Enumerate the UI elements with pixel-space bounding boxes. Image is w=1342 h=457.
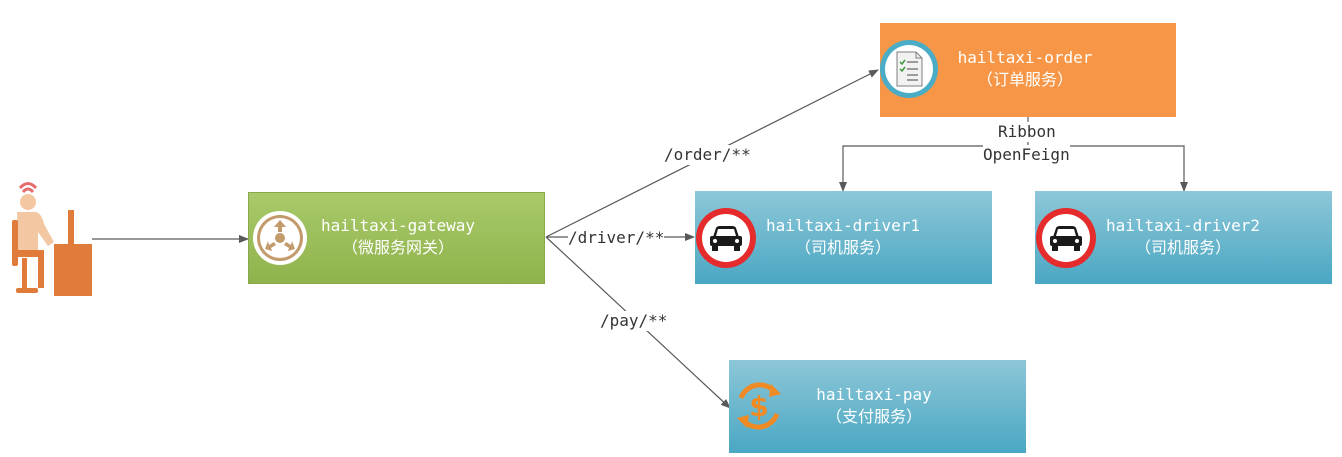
lb-ribbon-label: Ribbon [998, 122, 1056, 142]
order-desc: （订单服务） [976, 70, 1073, 89]
driver1-service-box[interactable]: hailtaxi-driver1 （司机服务） [695, 191, 992, 284]
order-document-icon [880, 40, 938, 98]
driver1-name: hailtaxi-driver1 [765, 216, 921, 235]
route-driver-label: /driver/** [568, 228, 665, 248]
pay-desc: （支付服务） [825, 407, 922, 426]
driver2-service-box[interactable]: hailtaxi-driver2 （司机服务） [1035, 191, 1332, 284]
route-order-label: /order/** [664, 145, 751, 165]
car-icon [696, 208, 756, 268]
order-service-box[interactable]: hailtaxi-order （订单服务） [880, 23, 1176, 117]
pay-service-box[interactable]: $ hailtaxi-pay （支付服务） [729, 360, 1026, 453]
dollar-exchange-icon: $ [737, 382, 781, 430]
svg-text:$: $ [749, 390, 768, 423]
router-icon [253, 211, 307, 265]
order-to-driver1-arrow [839, 145, 1028, 192]
order-name: hailtaxi-order [957, 48, 1093, 67]
order-to-driver2-arrow [1028, 145, 1188, 192]
gateway-name: hailtaxi-gateway [320, 216, 476, 235]
car-icon [1036, 208, 1096, 268]
gateway-box[interactable]: hailtaxi-gateway （微服务网关） [248, 192, 545, 284]
driver2-desc: （司机服务） [1134, 238, 1231, 257]
driver2-name: hailtaxi-driver2 [1105, 216, 1261, 235]
route-pay-label: /pay/** [600, 311, 668, 331]
user-at-computer-icon [12, 182, 92, 296]
gateway-desc: （微服务网关） [341, 238, 454, 257]
driver1-desc: （司机服务） [794, 238, 891, 257]
lb-openfeign-label: OpenFeign [983, 145, 1070, 165]
pay-name: hailtaxi-pay [816, 385, 932, 404]
